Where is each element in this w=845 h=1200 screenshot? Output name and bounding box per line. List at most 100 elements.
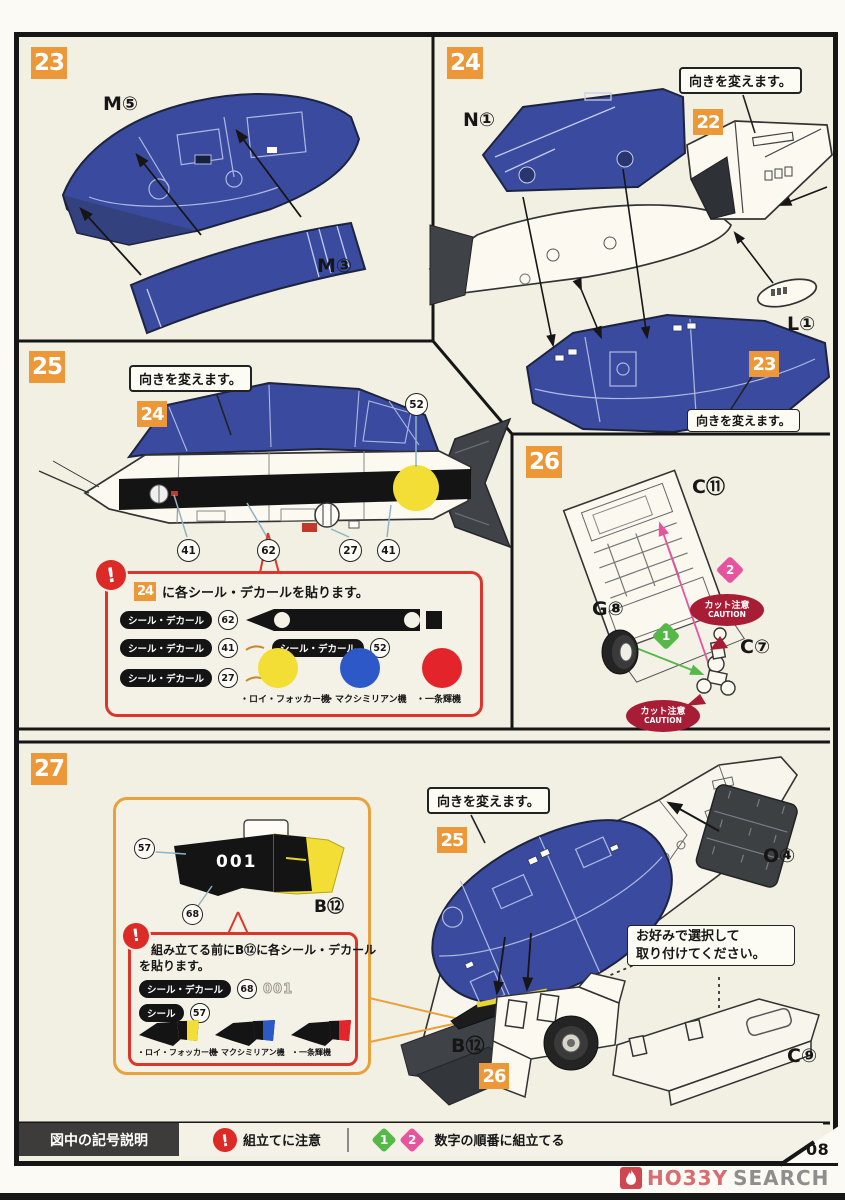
fin-yellow-option (139, 1020, 199, 1046)
fin-part-label-b12: B⑫ (314, 897, 344, 917)
callout-68b: 68 (237, 979, 258, 999)
callout-41a: 41 (177, 539, 200, 562)
fin-number: 001 (216, 852, 258, 872)
decal-pill-52: シール・デカール (272, 639, 365, 657)
plane-label-hikaru: ・一条輝機 (291, 1048, 331, 1057)
step-27-panel: 27 001 57 68 B⑫ ! 組み立てる前にB⑫に各シール・デカール を貼… (19, 745, 825, 1120)
ref-step-25-badge: 25 (437, 827, 467, 853)
hull-part (525, 313, 831, 434)
ref-24-inline-badge: 24 (134, 582, 156, 601)
step-27-badge: 27 (31, 753, 67, 785)
legend-order-1-icon: 1 (370, 1126, 397, 1153)
warning-icon: ! (121, 921, 151, 951)
callout-62b: 62 (218, 610, 239, 630)
callout-52b: 52 (370, 638, 391, 658)
callout-57: 57 (134, 838, 155, 859)
canopy (126, 381, 441, 459)
step-24-panel: 24 向きを変えます。 22 N① L① 23 向きを変えます。 (428, 37, 833, 434)
part-label-b12: B⑫ (451, 1035, 485, 1057)
warnbox-pointer (227, 911, 249, 935)
part-label-c9: C⑨ (787, 1045, 818, 1067)
callout-27b: 27 (218, 668, 239, 688)
decal-instruction: に各シール・デカールを貼ります。 (162, 586, 369, 601)
fin-diagram (155, 819, 345, 907)
option-note-box: お好みで選択して 取り付けてください。 (627, 925, 795, 967)
ref-step-23-badge: 23 (749, 351, 779, 377)
plane-label-max: ・マクシミリアン機 (326, 695, 407, 705)
page-number: 08 (806, 1140, 830, 1159)
scan-edge (0, 1193, 845, 1200)
step24-illustration (428, 87, 833, 434)
black-stripe-decal (119, 469, 471, 510)
callout-52: 52 (405, 393, 428, 416)
plane-label-focker: ・ロイ・フォッカー機 (137, 1048, 217, 1057)
step23-illustration (61, 93, 367, 335)
step27-illustration (364, 756, 820, 1107)
step26-illustration (562, 469, 746, 706)
part-label-m3: M③ (317, 255, 352, 277)
fin-blue-option (215, 1020, 275, 1046)
step-26-badge: 26 (526, 446, 562, 478)
roof-part-n1 (481, 87, 687, 193)
decal-pill-68: シール・デカール (139, 980, 232, 998)
corner-notch (778, 1122, 845, 1167)
ref-step-26-badge: 26 (479, 1063, 509, 1089)
fin-decal-warning-box: ! 組み立てる前にB⑫に各シール・デカール を貼ります。 シール・デカール 68… (121, 921, 376, 1066)
part-label-c11: C⑪ (692, 476, 725, 498)
plane-label-max: ・マクシミリアン機 (213, 1048, 285, 1057)
step-23-badge: 23 (31, 47, 67, 79)
part-label-n1: N① (463, 109, 495, 131)
stripe-decal-graphic (246, 609, 443, 631)
callout-27: 27 (339, 539, 362, 562)
fin-instruction-line2: を貼ります。 (139, 959, 210, 973)
blue-dot-decal (340, 648, 380, 688)
option-note-line2: 取り付けてください。 (636, 946, 766, 962)
fin-black-part (174, 834, 274, 896)
part-label-c7: C⑦ (740, 636, 771, 658)
decal-pill-41: シール・デカール (120, 639, 213, 657)
plane-label-focker: ・ロイ・フォッカー機 (240, 695, 331, 705)
order-legend-label: 数字の順番に組立てる (434, 1134, 565, 1149)
callout-41b: 41 (377, 539, 400, 562)
plane-label-hikaru: ・一条輝機 (416, 695, 462, 705)
caution-legend-label: 組立てに注意 (243, 1134, 322, 1149)
callout-62: 62 (257, 539, 280, 562)
direction-note-24: 向きを変えます。 (679, 67, 802, 94)
fin-instruction-line1: 組み立てる前にB⑫に各シール・デカール (151, 943, 377, 957)
direction-note-27: 向きを変えます。 (427, 787, 550, 814)
windshield-part-m3 (129, 221, 367, 335)
callout-68: 68 (182, 904, 203, 925)
watermark: HO33Y SEARCH (620, 1166, 829, 1190)
part-label-l1: L① (787, 313, 816, 335)
decal-warning-box: ! 24 に各シール・デカールを貼ります。 シール・デカール 62 シール・デカ… (94, 558, 483, 717)
part-label-o4: O④ (763, 845, 796, 867)
step-23-panel: 23 M⑤ M③ (19, 37, 431, 339)
fin-color-options (139, 1020, 351, 1046)
legend-title: 図中の記号説明 (19, 1123, 179, 1156)
watermark-brand-2: SEARCH (733, 1166, 830, 1190)
legend-order-2-icon: 2 (398, 1126, 425, 1153)
ref-step-22-badge: 22 (693, 109, 723, 135)
step-25-panel: 25 向きを変えます。 24 52 41 62 27 41 ! 24 に各シール… (19, 343, 512, 727)
direction-note-25: 向きを変えます。 (129, 365, 252, 392)
option-note-line1: お好みで選択して (636, 929, 740, 944)
step-25-badge: 25 (29, 351, 65, 383)
small-arrow-icon (245, 645, 265, 651)
seal-pill-57: シール (139, 1004, 184, 1022)
flame-icon (620, 1167, 642, 1189)
watermark-brand-1: HO33Y (647, 1166, 729, 1190)
decal-pill-62: シール・デカール (120, 611, 213, 629)
legend-divider (347, 1127, 349, 1152)
pre-assembly-box: 001 57 68 B⑫ ! 組み立てる前にB⑫に各シール・デカール を貼ります… (113, 797, 376, 1075)
ref-step-24-badge: 24 (137, 401, 167, 427)
step25-illustration (38, 381, 512, 574)
decal-pill-27: シール・デカール (120, 669, 213, 687)
part-label-g8: G⑧ (592, 598, 624, 620)
decal-68-value: 001 (263, 981, 294, 997)
yellow-dot-decal (258, 648, 298, 688)
caution-legend-icon: ! (211, 1125, 239, 1154)
fin-red-option (291, 1020, 351, 1046)
callout-41c: 41 (218, 638, 239, 658)
